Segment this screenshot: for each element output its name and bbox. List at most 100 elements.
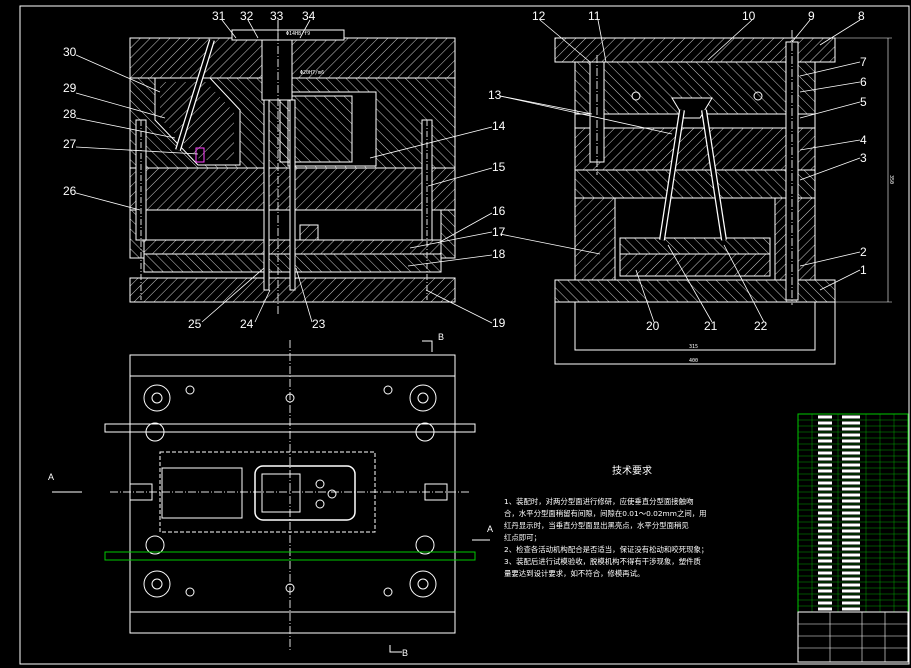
bom-cell-mark (842, 535, 860, 539)
bom-cell-mark (842, 493, 860, 497)
r-mould-base-inner (574, 301, 816, 351)
title-block (797, 611, 909, 663)
sprue-bushing (261, 39, 293, 101)
bom-cell-mark (818, 607, 832, 611)
callout-10: 10 (742, 9, 756, 23)
bom-cell-mark (842, 481, 860, 485)
bom-cell-mark (842, 583, 860, 587)
ejector-pin (289, 99, 296, 291)
dim-inner-width: 315 (689, 344, 698, 350)
bom-cell-mark (842, 415, 860, 419)
bom-cell-mark (818, 433, 832, 437)
r-core-plate (574, 127, 816, 171)
callout-4: 4 (860, 133, 867, 147)
callout-24: 24 (240, 317, 254, 331)
callout-34: 34 (302, 9, 316, 23)
view-label-a-right: A (487, 524, 493, 534)
guide-bushing (409, 384, 437, 412)
bom-cell-mark (818, 565, 832, 569)
cooling-channel (753, 91, 763, 101)
callout-16: 16 (492, 204, 506, 218)
callout-2: 2 (860, 245, 867, 259)
technical-requirements: 技术要求 1、装配时，对两分型面进行修研，应使垂直分型面接触吻 合，水平分型面稍… (504, 464, 708, 578)
bom-cell-mark (818, 451, 832, 455)
callout-11: 11 (588, 9, 601, 23)
callout-28: 28 (63, 107, 77, 121)
bom-cell-mark (818, 547, 832, 551)
dim-outer-width: 400 (689, 358, 698, 364)
r-ejector-plate (619, 253, 771, 277)
r-ejector-retainer (619, 237, 771, 255)
slide-wedge-hatch (160, 82, 234, 160)
bom-cell-mark (842, 457, 860, 461)
callout-25: 25 (188, 317, 202, 331)
callout-8: 8 (858, 9, 865, 23)
bom-cell-mark (842, 445, 860, 449)
bom-cell-mark (818, 523, 832, 527)
bom-cell-mark (842, 487, 860, 491)
dim-height: 350 (888, 175, 894, 184)
bom-cell-mark (842, 463, 860, 467)
bom-cell-mark (818, 487, 832, 491)
callout-5: 5 (860, 95, 867, 109)
bom-cell-mark (818, 469, 832, 473)
bom-cell-mark (842, 499, 860, 503)
callout-1: 1 (860, 263, 867, 277)
view-label-b-top: B (438, 332, 444, 342)
bom-cell-mark (842, 571, 860, 575)
bom-cell-mark (818, 553, 832, 557)
bom-cell-mark (818, 463, 832, 467)
tech-title: 技术要求 (612, 464, 652, 477)
plan-view: B B A A (48, 332, 493, 658)
bom-cell-mark (818, 529, 832, 533)
limit-pin-marker (195, 147, 205, 163)
guide-bushing (143, 384, 171, 412)
callout-22: 22 (754, 319, 768, 333)
bom-cell-mark (842, 589, 860, 593)
bom-cell-mark (842, 427, 860, 431)
callout-33: 33 (270, 9, 284, 23)
callout-27: 27 (63, 137, 77, 151)
callout-30: 30 (63, 45, 77, 59)
cooling-channel (631, 91, 641, 101)
bom-cell-mark (818, 541, 832, 545)
bom-cell-mark (818, 517, 832, 521)
bom-cell-mark (842, 433, 860, 437)
callout-19: 19 (492, 316, 506, 330)
bom-cell-mark (818, 505, 832, 509)
fit-dim-1: Φ14H8/f9 (286, 31, 310, 37)
tech-line-3: 红丹显示时，当垂直分型面显出黑亮点，水平分型面稍见 (504, 521, 689, 530)
bom-cell-mark (818, 475, 832, 479)
callout-12: 12 (532, 9, 546, 23)
drawing-frame (19, 5, 910, 665)
bom-cell-mark (842, 451, 860, 455)
tech-line-2: 合，水平分型面稍留有间隙，间隙在0.01～0.02mm之间，用 (504, 509, 707, 518)
tech-line-6: 3、装配后进行试模验收，脱模机构不得有干涉现象，塑件质 (504, 557, 701, 566)
bom-cell-mark (842, 607, 860, 611)
product-part (254, 465, 356, 521)
bom-cell-mark (818, 559, 832, 563)
bom-cell-mark (818, 427, 832, 431)
callout-7: 7 (860, 55, 867, 69)
bom-cell-mark (842, 541, 860, 545)
bom-cell-mark (842, 469, 860, 473)
section-mark-b-bottom (389, 645, 402, 653)
bom-cell-mark (842, 523, 860, 527)
fit-dim-2: Φ20H7/m6 (300, 70, 324, 76)
ejector-pin (263, 99, 270, 291)
bom-cell-mark (842, 577, 860, 581)
bom-cell-mark (818, 481, 832, 485)
callout-29: 29 (63, 81, 77, 95)
slide-area (159, 451, 376, 533)
callout-6: 6 (860, 75, 867, 89)
bom-cell-mark (842, 475, 860, 479)
tech-line-5: 2、检查各活动机构配合是否适当，保证没有松动和咬死现象； (504, 545, 708, 554)
bill-of-materials (797, 413, 909, 613)
bom-cell-mark (818, 535, 832, 539)
callout-26: 26 (63, 184, 77, 198)
bom-cell-mark (818, 457, 832, 461)
bom-cell-mark (818, 571, 832, 575)
bom-cell-mark (818, 499, 832, 503)
view-label-a-left: A (48, 472, 54, 482)
